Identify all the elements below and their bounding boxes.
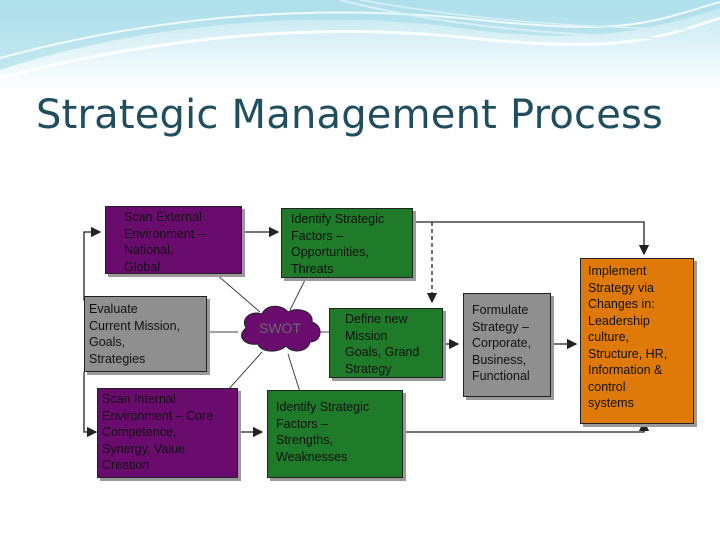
implement-strategy-text: Implement Strategy via Changes in: Leade…	[588, 263, 693, 412]
define-mission-text: Define new Mission Goals, Grand Strategy	[345, 311, 442, 377]
formulate-strategy-text: Formulate Strategy – Corporate, Business…	[472, 302, 550, 385]
implement-strategy-box: Implement Strategy via Changes in: Leade…	[580, 258, 694, 424]
loop-line-left-lower	[84, 372, 96, 432]
identify-strengths-box: Identify Strategic Factors – Strengths, …	[267, 390, 403, 478]
formulate-strategy-box: Formulate Strategy – Corporate, Business…	[463, 293, 551, 397]
define-mission-box: Define new Mission Goals, Grand Strategy	[329, 308, 443, 378]
arrow-top-to-implement	[414, 222, 644, 254]
identify-strengths-text: Identify Strategic Factors – Strengths, …	[276, 399, 402, 465]
swot-label: SWOT	[240, 320, 320, 336]
evaluate-current-text: Evaluate Current Mission, Goals, Strateg…	[89, 301, 206, 367]
scan-internal-text: Scan Internal Environment – Core Compete…	[102, 391, 237, 474]
identify-opportunities-text: Identify Strategic Factors – Opportuniti…	[291, 211, 412, 277]
scan-external-text: Scan External Environment – National, Gl…	[124, 209, 241, 275]
scan-external-box: Scan External Environment – National, Gl…	[105, 206, 242, 274]
identify-opportunities-box: Identify Strategic Factors – Opportuniti…	[281, 208, 413, 278]
scan-internal-box: Scan Internal Environment – Core Compete…	[97, 388, 238, 478]
evaluate-current-box: Evaluate Current Mission, Goals, Strateg…	[84, 296, 207, 372]
